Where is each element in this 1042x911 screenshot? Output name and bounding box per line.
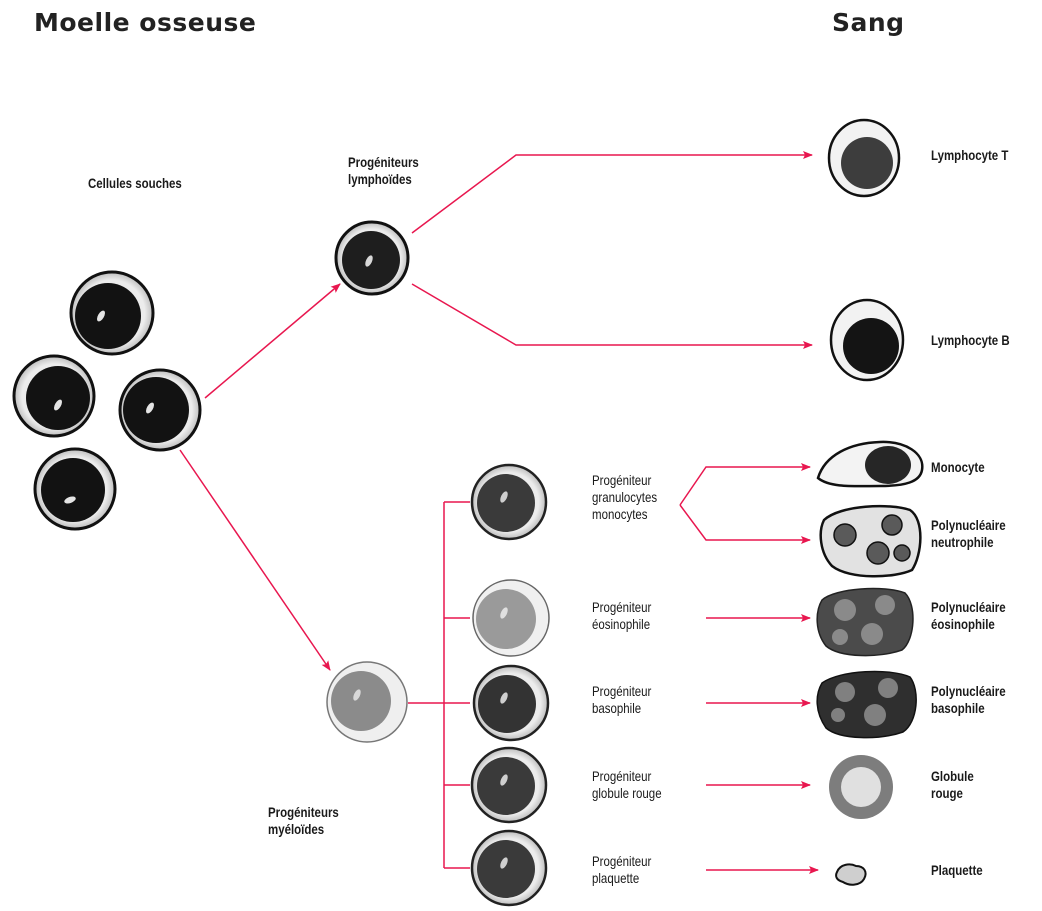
platelet-label: Plaquette xyxy=(931,862,983,879)
progenitor-gran-mono-label: Progéniteur granulocytes monocytes xyxy=(592,472,657,523)
progenitor-rbc-cell xyxy=(472,748,546,822)
neutrophil-label: Polynucléaire neutrophile xyxy=(931,517,1006,551)
red-blood-cell xyxy=(829,755,893,819)
stem-cell-3 xyxy=(120,370,200,450)
stem-cell-1 xyxy=(71,272,153,354)
arrow-to-lymphocyte-b xyxy=(412,284,812,345)
myeloid-progenitor-cell xyxy=(327,662,407,742)
progenitor-basophil-cell xyxy=(474,666,548,740)
basophil-label: Polynucléaire basophile xyxy=(931,683,1006,717)
progenitor-eosinophil-label: Progéniteur éosinophile xyxy=(592,599,651,633)
platelet-cell xyxy=(836,864,865,884)
progenitor-rbc-label: Progéniteur globule rouge xyxy=(592,768,662,802)
arrow-to-lymphocyte-t xyxy=(412,155,812,233)
progenitor-basophil-label: Progéniteur basophile xyxy=(592,683,651,717)
rbc-label: Globule rouge xyxy=(931,768,974,802)
arrow-to-monocyte xyxy=(680,467,810,505)
arrow-to-neutrophil xyxy=(680,505,810,540)
neutrophil-cell xyxy=(821,506,921,576)
progenitor-platelet-cell xyxy=(472,831,546,905)
eosinophil-cell xyxy=(817,589,913,656)
progenitor-eosinophil-cell xyxy=(473,580,549,656)
lymphoid-progenitor-cell xyxy=(336,222,408,294)
lymphocyte-b-cell xyxy=(831,300,903,380)
stem-cell-2 xyxy=(14,356,94,436)
monocyte-label: Monocyte xyxy=(931,459,985,476)
lymphocyte-b-label: Lymphocyte B xyxy=(931,332,1010,349)
lymphoid-progenitors-label: Progéniteurs lymphoïdes xyxy=(348,154,419,188)
myeloid-progenitors-label: Progéniteurs myéloïdes xyxy=(268,804,339,838)
eosinophil-label: Polynucléaire éosinophile xyxy=(931,599,1006,633)
lymphocyte-t-label: Lymphocyte T xyxy=(931,147,1008,164)
progenitor-platelet-label: Progéniteur plaquette xyxy=(592,853,651,887)
monocyte-cell xyxy=(818,442,922,486)
arrow-stem-to-myeloid xyxy=(180,450,330,670)
stem-cells-label: Cellules souches xyxy=(88,175,182,192)
stem-cell-4 xyxy=(35,449,115,529)
arrow-stem-to-lymphoid xyxy=(205,284,340,398)
lymphocyte-t-cell xyxy=(829,120,899,196)
basophil-cell xyxy=(817,671,916,737)
progenitor-gran-mono-cell xyxy=(472,465,546,539)
